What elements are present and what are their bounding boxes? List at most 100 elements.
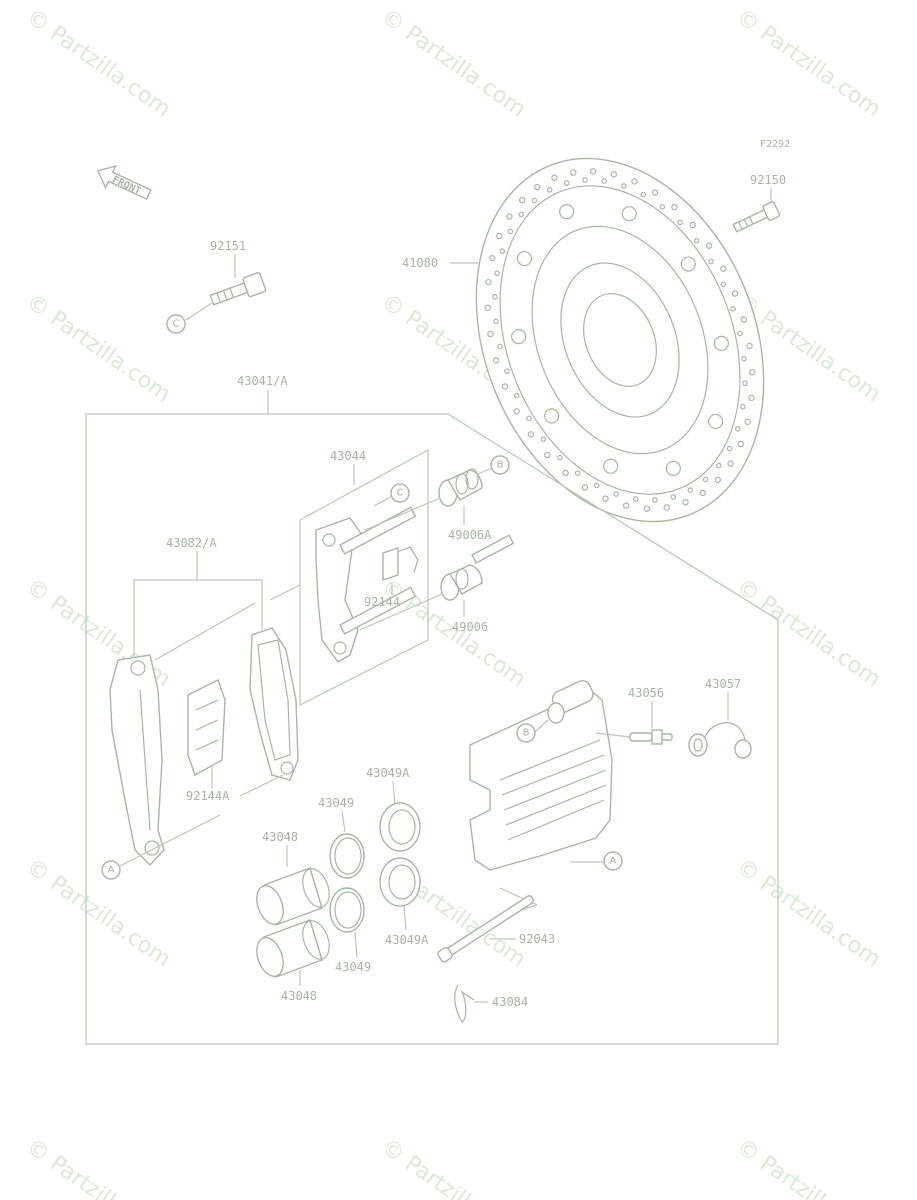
disc-hole: [742, 380, 748, 387]
disc-hole: [562, 469, 569, 477]
reference-c-letter: C: [173, 319, 180, 330]
disc-hole: [740, 316, 748, 323]
disc-hole: [720, 265, 727, 272]
watermark: © Partzilla.com: [377, 4, 530, 122]
caliper-body-part: [469, 680, 613, 871]
bolt-92151-part: [209, 271, 267, 306]
disc-hole: [518, 196, 526, 204]
part-label-43049a-bottom: 43049A: [385, 933, 429, 947]
disc-hole: [716, 462, 722, 469]
disc-hole: [501, 383, 509, 390]
dust-seal-bottom-part: [379, 857, 421, 907]
bleed-valve-part: [629, 729, 673, 745]
watermark: © Partzilla.com: [22, 854, 175, 972]
part-label-43049-bottom: 43049: [335, 960, 371, 974]
disc-hole: [731, 290, 739, 297]
disc-hole: [601, 178, 608, 184]
shim-part: [187, 679, 226, 777]
piston-seal-top-part: [329, 833, 365, 879]
reference-a-marker: A: [101, 860, 121, 880]
pad-pin-part: [437, 895, 534, 963]
brake-disc-part: [475, 157, 765, 523]
disc-hole: [746, 342, 753, 350]
disc-hole: [551, 174, 558, 181]
disc-hole: [680, 256, 696, 272]
disc-hole: [507, 228, 514, 235]
reference-c-marker: C: [166, 314, 186, 334]
disc-hole: [531, 197, 538, 204]
disc-hole: [707, 413, 724, 430]
disc-hole: [621, 206, 637, 222]
disc-hole: [513, 392, 520, 399]
disc-hole: [559, 204, 575, 220]
disc-hole: [726, 445, 733, 452]
front-arrow-icon: FRONT: [96, 164, 152, 201]
watermark: © Partzilla.com: [732, 4, 885, 122]
disc-hole: [651, 189, 659, 196]
disc-hole: [589, 168, 597, 175]
bolt-92150-part: [732, 201, 781, 233]
disc-hole: [494, 270, 500, 276]
disc-hole: [516, 250, 533, 267]
disc-hole: [689, 221, 696, 229]
watermark: © Partzilla.com: [22, 289, 175, 407]
disc-hole: [659, 204, 666, 210]
part-label-92150: 92150: [750, 173, 786, 187]
disc-hole: [485, 278, 492, 286]
disc-hole: [652, 497, 658, 503]
watermark: © Partzilla.com: [732, 854, 885, 972]
part-label-43041a: 43041/A: [237, 374, 288, 388]
disc-hole: [740, 404, 746, 410]
disc-hole: [484, 304, 492, 311]
disc-hole: [603, 458, 619, 474]
caliper-bracket-part: [315, 506, 417, 663]
disc-hole: [708, 258, 714, 265]
disc-hole: [737, 330, 743, 337]
disc-hole: [663, 504, 670, 511]
disc-hole: [544, 451, 551, 459]
disc-hole: [714, 476, 722, 484]
disc-hole: [534, 183, 541, 191]
disc-hole: [610, 171, 617, 178]
disc-hole: [713, 335, 729, 351]
reference-b-marker: B: [490, 455, 510, 475]
reference-b-letter: B: [497, 460, 504, 471]
disc-hole: [593, 482, 600, 489]
disc-hole: [557, 454, 563, 461]
disc-hole: [518, 211, 524, 218]
disc-hole: [581, 484, 589, 491]
reference-b-marker: B: [516, 723, 536, 743]
part-label-43048-bottom: 43048: [281, 989, 317, 1003]
disc-hole: [748, 369, 756, 376]
disc-hole: [670, 494, 677, 500]
retaining-clip-part: [454, 984, 475, 1023]
disc-hole: [671, 203, 678, 211]
disc-hole: [640, 191, 647, 198]
part-label-43056: 43056: [628, 686, 664, 700]
spring-clip-92144-part: [382, 546, 419, 581]
disc-hole: [699, 489, 706, 497]
disc-hole: [582, 177, 588, 183]
disc-hole: [497, 343, 503, 350]
disc-hole: [499, 248, 506, 255]
disc-hole: [631, 178, 638, 185]
disc-hole: [705, 242, 713, 249]
disc-hole: [687, 487, 694, 493]
reference-c-marker: C: [390, 483, 410, 503]
dust-seal-top-part: [379, 802, 421, 852]
part-label-49006a: 49006A: [448, 528, 492, 542]
watermark: © Partzilla.com: [732, 1134, 885, 1200]
assembly-frame: [85, 413, 779, 1045]
disc-hole: [741, 355, 747, 362]
disc-hole: [682, 499, 689, 506]
disc-hole: [492, 357, 500, 364]
disc-hole: [506, 213, 513, 220]
part-label-43044: 43044: [330, 449, 366, 463]
reference-a-letter: A: [610, 856, 617, 867]
disc-hole: [563, 180, 570, 186]
part-label-43049a-top: 43049A: [366, 766, 410, 780]
disc-hole: [665, 460, 681, 476]
disc-hole: [621, 183, 627, 189]
disc-hole: [720, 281, 727, 288]
reference-c-letter: C: [397, 488, 404, 499]
